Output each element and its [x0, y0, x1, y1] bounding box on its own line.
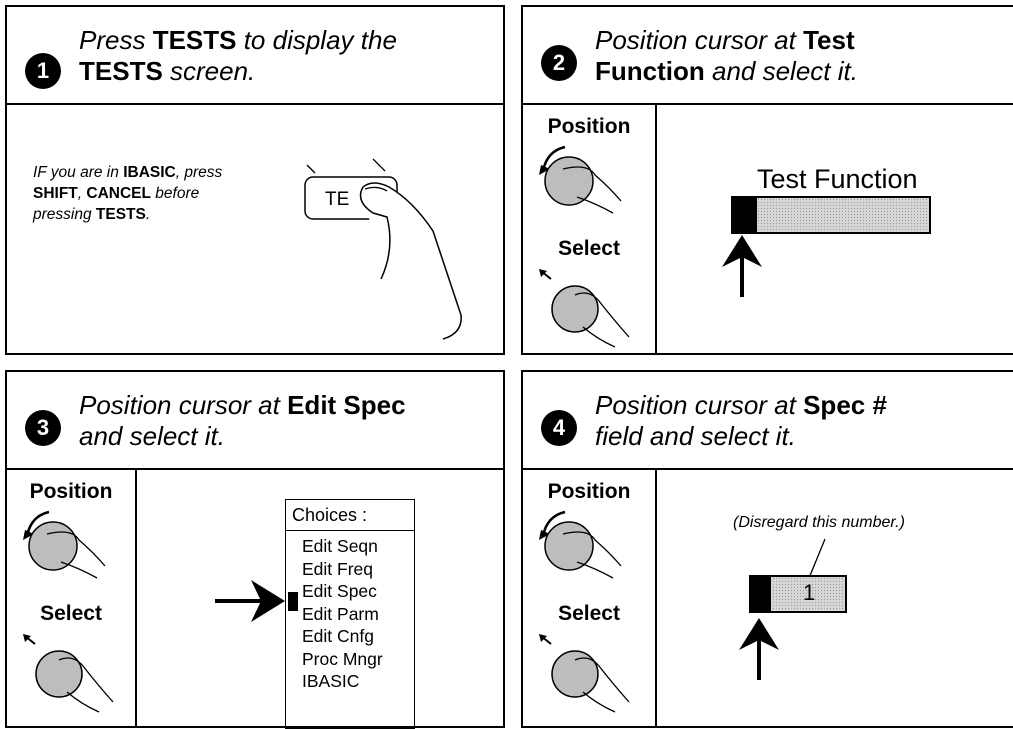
- position-knob-icon: [21, 510, 107, 580]
- disregard-note: (Disregard this number.): [733, 514, 905, 531]
- step-number: 4: [541, 410, 577, 446]
- up-arrow-icon: [722, 235, 762, 297]
- step-3-panel: 3 Position cursor at Edit Spec and selec…: [5, 370, 505, 729]
- step-2-header: 2 Position cursor at Test Function and s…: [523, 7, 1013, 105]
- position-knob-label: Position: [29, 480, 113, 503]
- knob-column-divider: [655, 103, 657, 353]
- test-function-label: Test Function: [757, 164, 918, 194]
- select-knob-label: Select: [558, 237, 620, 260]
- step-4-header: 4 Position cursor at Spec # field and se…: [523, 372, 1013, 470]
- cursor-block: [751, 577, 771, 611]
- choice-item[interactable]: Edit Cnfg: [302, 626, 374, 646]
- knob-column-divider: [655, 468, 657, 726]
- tests-key-label: TE: [325, 189, 350, 210]
- select-knob-label: Select: [558, 602, 620, 625]
- step-number: 2: [541, 45, 577, 81]
- choice-item[interactable]: Edit Freq: [302, 558, 373, 579]
- select-knob-label: Select: [40, 602, 102, 625]
- knob-column-divider: [135, 468, 137, 726]
- step-4-panel: 4 Position cursor at Spec # field and se…: [521, 370, 1013, 728]
- up-arrow-icon: [739, 618, 779, 680]
- step-number: 1: [25, 53, 61, 89]
- ibasic-note: IF you are in IBASIC, press SHIFT, CANCE…: [33, 164, 223, 223]
- step-3-header: 3 Position cursor at Edit Spec and selec…: [7, 372, 503, 470]
- cursor-block: [733, 198, 757, 232]
- step-1-panel: 1 Press TESTS to display the TESTS scree…: [5, 5, 505, 355]
- position-knob-label: Position: [547, 115, 631, 138]
- step-instruction: Press TESTS to display the TESTS screen.: [79, 25, 397, 86]
- step-instruction: Position cursor at Edit Spec and select …: [79, 390, 406, 451]
- select-knob-icon: [538, 633, 630, 713]
- choice-item[interactable]: Proc Mngr: [302, 648, 383, 669]
- choice-item[interactable]: Edit Parm: [302, 603, 379, 624]
- choice-item[interactable]: IBASIC: [302, 671, 360, 691]
- step-2-panel: 2 Position cursor at Test Function and s…: [521, 5, 1013, 355]
- spec-number-value: 1: [803, 580, 816, 605]
- step-instruction: Position cursor at Test Function and sel…: [595, 25, 858, 86]
- choice-item[interactable]: Edit Spec: [302, 581, 377, 601]
- select-knob-icon: [538, 268, 630, 348]
- selected-choice-cursor: [288, 592, 298, 611]
- step-number: 3: [25, 410, 61, 446]
- select-knob-icon: [22, 633, 114, 713]
- choices-title: Choices :: [286, 500, 414, 531]
- step-1-header: 1 Press TESTS to display the TESTS scree…: [7, 7, 503, 105]
- position-knob-label: Position: [547, 480, 631, 503]
- right-arrow-icon: [215, 580, 285, 622]
- position-knob-icon: [537, 510, 623, 580]
- choice-item[interactable]: Edit Seqn: [302, 536, 378, 556]
- position-knob-icon: [537, 145, 623, 215]
- tests-key-press-illustration: [304, 158, 462, 340]
- step-instruction: Position cursor at Spec # field and sele…: [595, 390, 887, 451]
- test-function-field: [731, 196, 931, 234]
